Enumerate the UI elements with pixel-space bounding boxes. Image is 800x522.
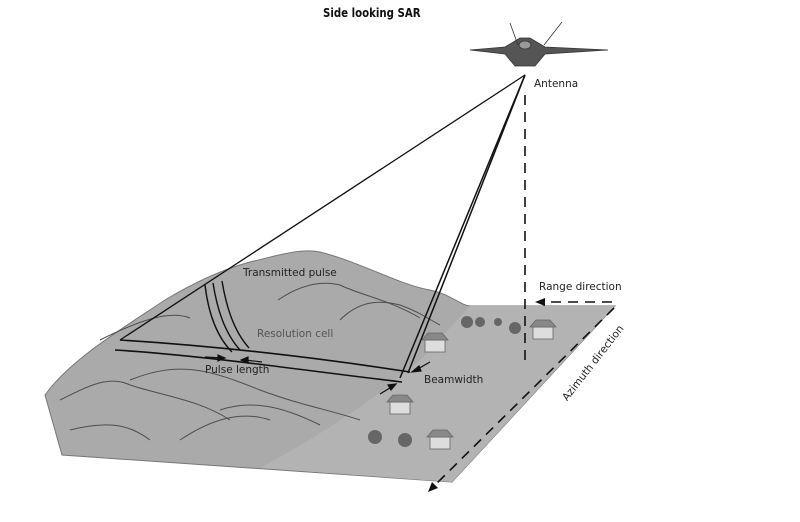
azimuth-arrowhead [428, 482, 438, 492]
house-icon [529, 319, 557, 340]
range-direction-label: Range direction [539, 281, 622, 293]
tree-icon [475, 317, 485, 327]
range-arrowhead [535, 298, 545, 306]
beamwidth-label: Beamwidth [424, 374, 484, 386]
ridge-lines [59, 282, 441, 441]
houses [386, 319, 557, 450]
tree-icon [398, 433, 412, 447]
house-icon [386, 394, 414, 415]
flat-plain [260, 306, 615, 482]
resolution-cell-label: Resolution cell [257, 328, 334, 340]
tree-icon [509, 322, 521, 334]
transmitted-pulse-label: Transmitted pulse [243, 267, 337, 279]
beam-lines [114, 74, 526, 383]
diagram-title: Side looking SAR [323, 6, 421, 20]
tree-icon [461, 316, 473, 328]
house-icon [421, 332, 449, 353]
trees [368, 316, 521, 447]
tree-icon [368, 430, 382, 444]
antenna-label: Antenna [534, 78, 579, 90]
pulse-length-label: Pulse length [205, 364, 270, 376]
house-icon [426, 429, 454, 450]
tree-icon [494, 318, 502, 326]
aircraft-icon [469, 21, 609, 67]
direction-lines [429, 95, 615, 491]
measurement-arrows [204, 354, 431, 395]
